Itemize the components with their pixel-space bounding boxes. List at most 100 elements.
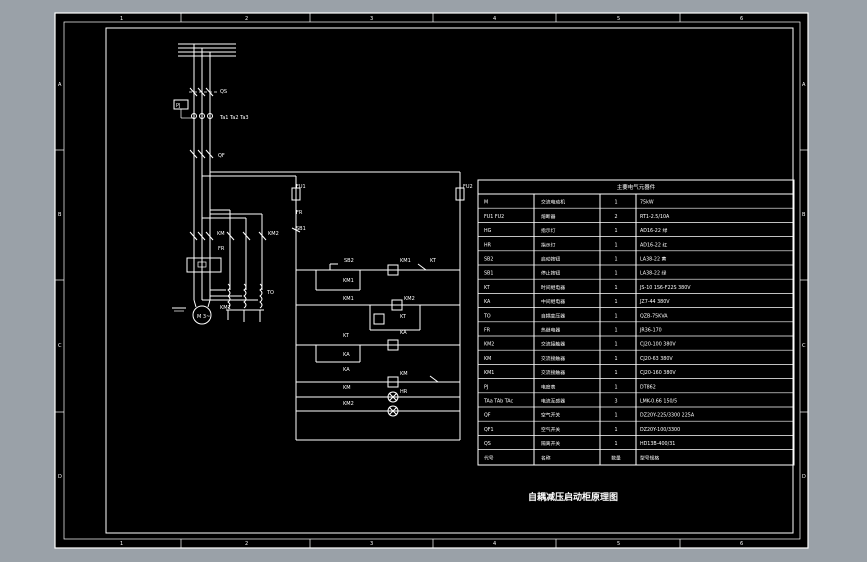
label-sb2: SB2: [344, 258, 354, 264]
table-cell: M: [484, 200, 488, 206]
label-kt-contact: KT: [430, 258, 437, 264]
table-cell: TAa TAb TAc: [483, 399, 513, 405]
table-footer-cell: 数量: [611, 454, 621, 461]
zone-ticks: [55, 13, 808, 548]
label-hr: HR: [400, 389, 408, 395]
table-cell: KA: [484, 299, 491, 305]
table-cell: TO: [483, 313, 491, 319]
label-pj: PJ: [176, 103, 181, 109]
table-cell: KT: [484, 285, 490, 291]
table-cell: CJ20-100 380V: [640, 342, 676, 348]
table-cell: 空气开关: [541, 412, 560, 419]
table-cell: KM: [484, 356, 491, 362]
table-cell: QZB-75KVA: [640, 313, 668, 319]
table-cell: 1: [614, 228, 617, 234]
table-cell: DZ20Y-225/3300 225A: [640, 413, 695, 419]
label-qf: QF: [218, 153, 225, 159]
table-footer-cell: 名称: [541, 454, 551, 461]
table-cell: JZ7-44 380V: [639, 299, 670, 305]
table-cell: KM2: [484, 342, 494, 348]
label-km2: KM2: [268, 231, 279, 237]
label-km: KM: [217, 231, 225, 237]
zone-bottom-5: 5: [617, 541, 620, 547]
table-cell: 指示灯: [541, 241, 556, 248]
table-cell: DZ20Y-100/3300: [640, 427, 680, 433]
zone-top-6: 6: [740, 16, 743, 22]
table-cell: 1: [614, 242, 617, 248]
zone-left-c: C: [58, 343, 62, 349]
label-to: TO: [266, 290, 274, 296]
zone-bottom-6: 6: [740, 541, 743, 547]
table-cell: 1: [614, 427, 617, 433]
table-cell: KM1: [484, 370, 494, 376]
label-km1: KM1: [220, 305, 231, 311]
control-circuit: [291, 172, 465, 441]
table-cell: 1: [614, 257, 617, 263]
table-cell: RT1-2.5/10A: [640, 214, 670, 220]
label-kt-timer: KT: [343, 333, 350, 339]
table-cell: 交流接触器: [541, 369, 565, 376]
label-km2-aux: KM2: [343, 401, 354, 407]
label-ka-coil: KA: [400, 330, 407, 336]
zone-bottom-4: 4: [493, 541, 496, 547]
label-motor: M 3~: [197, 314, 210, 320]
drawing-title: 自耦减压启动柜原理图: [528, 491, 618, 503]
table-cell: 启动按钮: [541, 256, 560, 263]
table-cell: 指示灯: [541, 227, 556, 234]
table-cell: FU1 FU2: [484, 214, 504, 220]
label-km1-aux: KM1: [343, 296, 354, 302]
table-cell: 1: [614, 370, 617, 376]
label-sb1: SB1: [296, 226, 306, 232]
table-cell: SB2: [484, 257, 493, 263]
table-cell: 交流电动机: [541, 199, 565, 206]
table-cell: 2: [614, 214, 617, 220]
table-cell: CJ20-63 380V: [640, 356, 673, 362]
zone-frame: [63, 21, 801, 540]
zone-right-a: A: [802, 82, 806, 88]
label-qs: QS: [220, 89, 227, 95]
table-cell: PJ: [484, 384, 488, 390]
table-footer-cell: 代号: [484, 454, 494, 461]
table-cell: 1: [614, 200, 617, 206]
table-cell: DT862: [640, 384, 656, 390]
table-cell: 1: [614, 313, 617, 319]
table-cell: 75kW: [640, 200, 654, 206]
zone-right-c: C: [802, 343, 806, 349]
table-cell: LA38-22 绿: [640, 270, 667, 277]
table-cell: 1: [614, 356, 617, 362]
zone-left-a: A: [58, 82, 62, 88]
label-km-coil: KM: [400, 371, 408, 377]
table-cell: 隔离开关: [541, 440, 560, 447]
table-cell: AD16-22 红: [640, 241, 667, 248]
table-cell: 自耦变压器: [541, 312, 565, 319]
table-cell: FR: [484, 328, 491, 334]
zone-left-b: B: [58, 212, 62, 218]
table-cell: 1: [614, 413, 617, 419]
table-cell: 交流接触器: [541, 355, 565, 362]
zone-bottom-2: 2: [245, 541, 248, 547]
component-table: [477, 179, 795, 466]
table-cell: 1: [614, 285, 617, 291]
table-cell: QF1: [484, 427, 494, 433]
table-cell: HR: [484, 242, 492, 248]
table-cell: 交流接触器: [541, 341, 565, 348]
table-cell: JR36-170: [639, 328, 662, 334]
label-fr-contact: FR: [296, 210, 303, 216]
label-kt-coil: KT: [400, 314, 407, 320]
label-fu1: FU1: [296, 184, 306, 190]
table-cell: LA38-22 黄: [640, 256, 667, 263]
table-cell: HD13B-400/31: [640, 441, 675, 447]
table-cell: QS: [484, 441, 491, 447]
table-title: 主要电气元器件: [617, 183, 656, 191]
zone-top-3: 3: [370, 16, 373, 22]
zone-left-d: D: [58, 474, 62, 480]
table-footer-cell: 型号规格: [640, 454, 659, 461]
table-cell: 1: [614, 441, 617, 447]
table-cell: 空气开关: [541, 426, 560, 433]
label-km-aux: KM: [343, 385, 351, 391]
zone-top-4: 4: [493, 16, 496, 22]
zone-top-2: 2: [245, 16, 248, 22]
zone-top-5: 5: [617, 16, 620, 22]
table-cell: 3: [614, 399, 617, 405]
